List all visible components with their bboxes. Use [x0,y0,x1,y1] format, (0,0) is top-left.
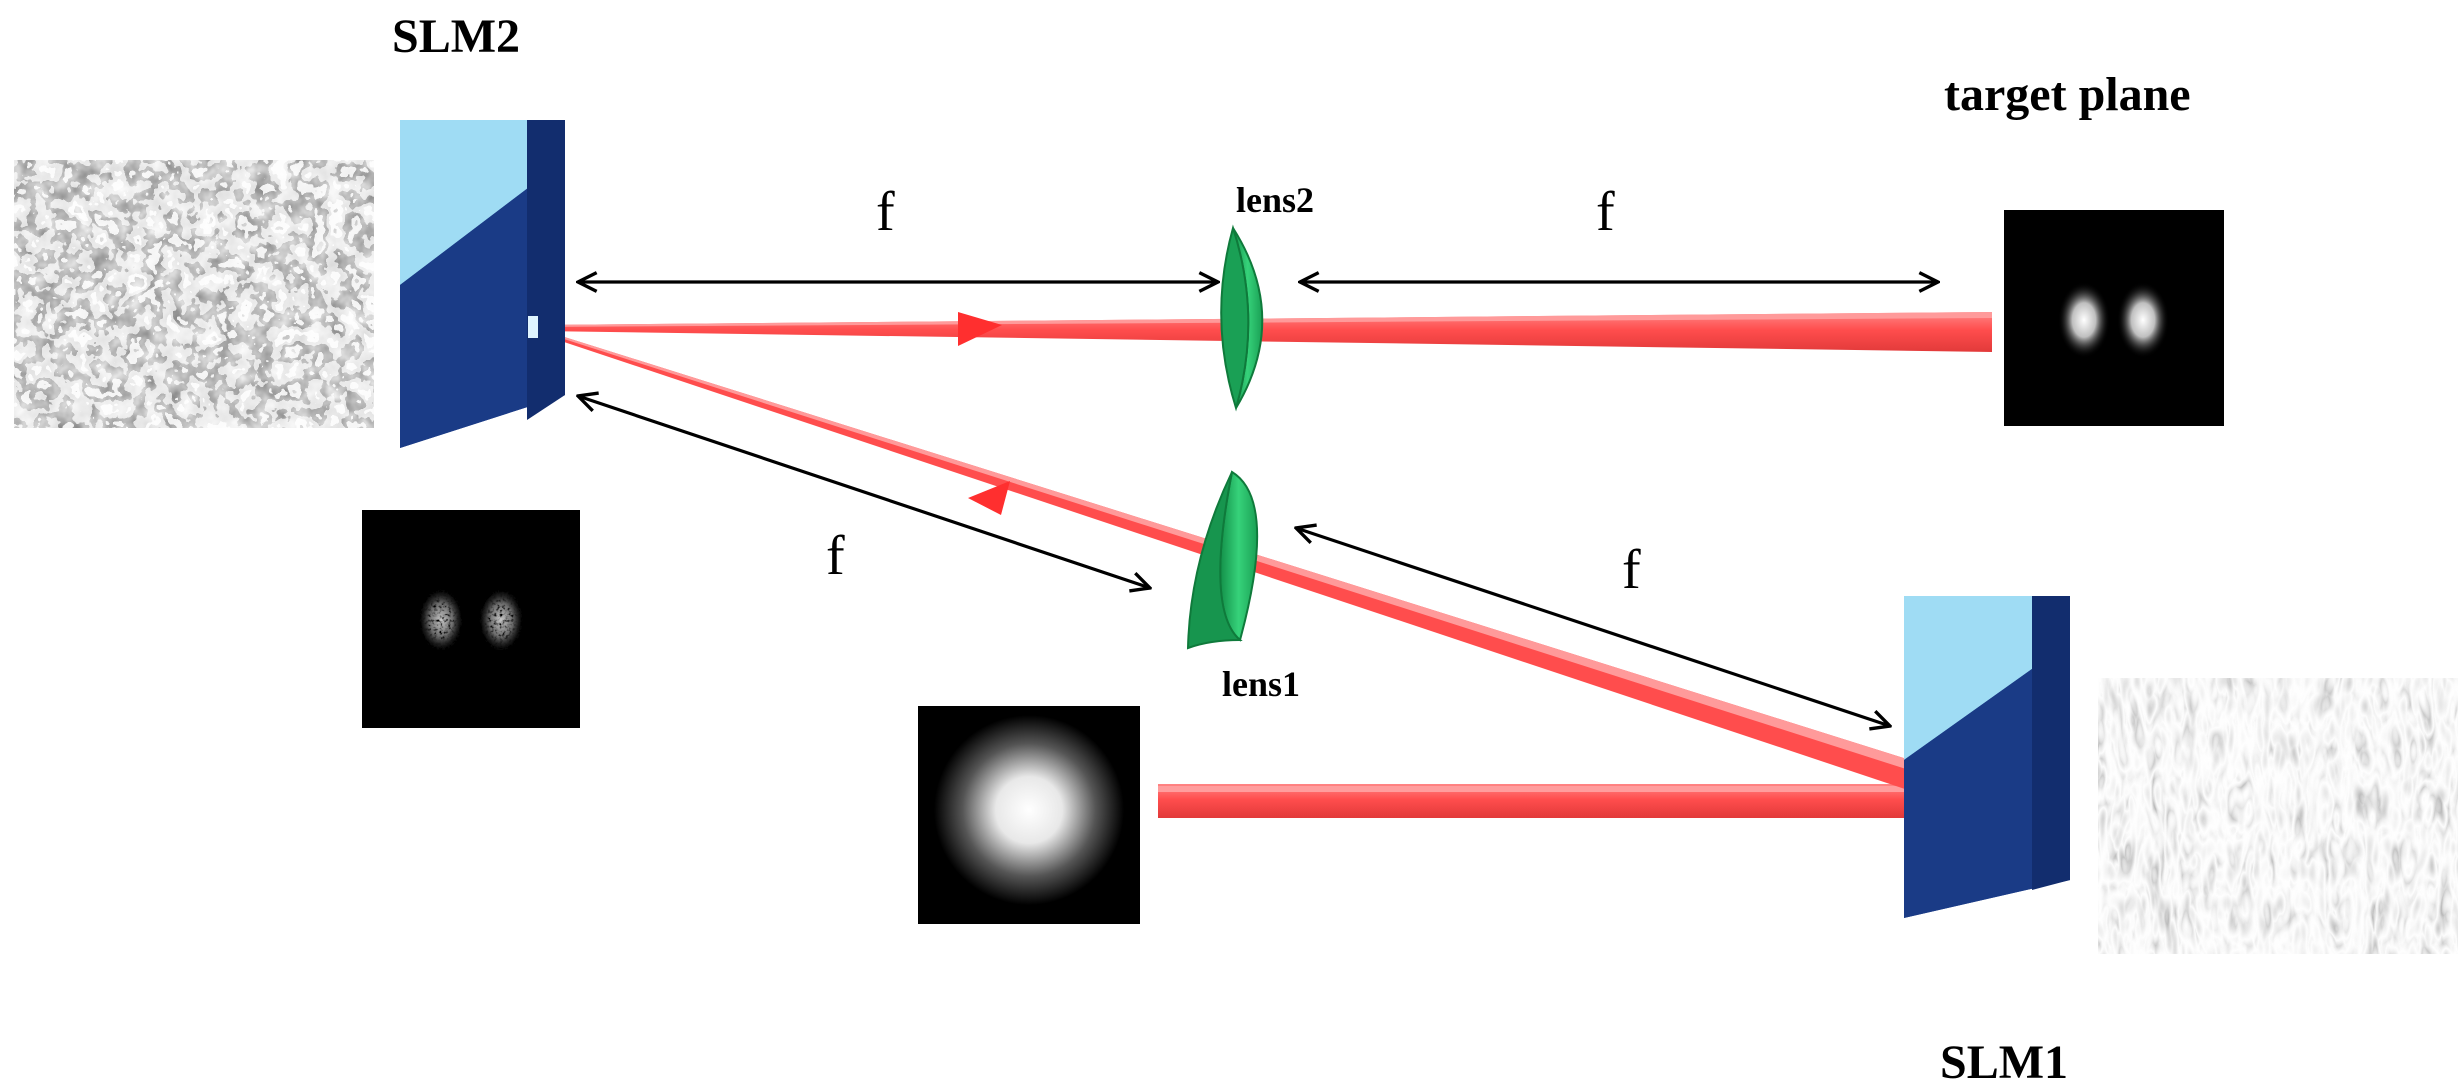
focal-length-label-4: f [1622,539,1641,601]
lens1 [1186,470,1259,650]
focal-length-label-1: f [876,181,895,243]
input-gaussian-beam-pattern [918,706,1140,924]
target-intensity-pattern [2004,210,2224,426]
lens2 [1220,224,1264,412]
lens1-label: lens1 [1222,664,1300,704]
slm1-device [1904,596,2070,918]
target-plane-label: target plane [1944,68,2191,121]
lens2-label: lens2 [1236,180,1314,220]
slm2-phase-hologram [14,160,374,428]
slm2-intensity-pattern [362,510,580,728]
slm2-label: SLM2 [392,10,520,63]
beam-direction-arrow-lower [968,481,1010,515]
focal-length-label-2: f [1596,181,1615,243]
slm1-label: SLM1 [1940,1036,2068,1084]
distance-arrow-lens1-slm1 [1296,528,1890,726]
distance-arrows [578,282,1938,726]
beam-direction-arrow-upper [958,312,1002,346]
focal-length-label-3: f [826,525,845,587]
distance-arrow-slm2-lens1 [578,396,1150,588]
laser-beams [539,312,1992,818]
slm2-device [400,120,565,448]
slm1-phase-hologram [2098,678,2458,954]
